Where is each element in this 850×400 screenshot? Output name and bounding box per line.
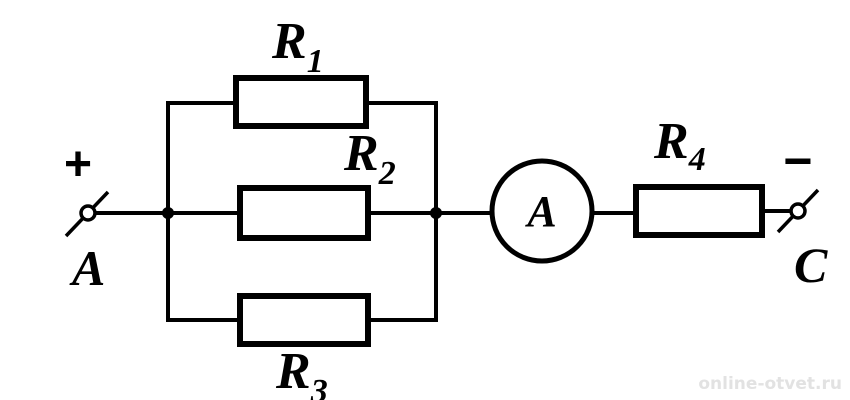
label-r3-main: R xyxy=(275,343,311,400)
ammeter xyxy=(489,158,595,264)
resistor-r3 xyxy=(237,293,371,347)
plus-sign: + xyxy=(64,138,92,191)
label-r3: R3 xyxy=(275,343,328,400)
terminal-a-circle xyxy=(79,204,97,222)
terminal-c xyxy=(776,188,820,234)
terminal-c-circle xyxy=(789,202,807,220)
ammeter-label: A xyxy=(524,187,556,236)
label-r2: R2 xyxy=(343,125,396,192)
label-r1: R1 xyxy=(271,13,324,80)
resistor-r2 xyxy=(237,185,371,241)
resistor-r4 xyxy=(633,184,765,238)
resistor-r1 xyxy=(233,75,369,129)
label-r4-main: R xyxy=(653,113,689,170)
junction-left xyxy=(162,207,174,219)
junction-right xyxy=(430,207,442,219)
terminal-a xyxy=(64,190,110,238)
terminal-a-label: A xyxy=(69,240,105,296)
label-r4-sub: 4 xyxy=(688,141,706,178)
terminal-c-label: C xyxy=(794,237,828,293)
label-r1-sub: 1 xyxy=(307,43,324,80)
label-r1-main: R xyxy=(271,13,307,70)
label-r3-sub: 3 xyxy=(310,373,328,400)
label-r2-main: R xyxy=(343,125,379,182)
minus-sign: − xyxy=(783,133,812,189)
label-r4: R4 xyxy=(653,113,706,178)
watermark: online-otvet.ru xyxy=(698,374,842,394)
label-r2-sub: 2 xyxy=(378,155,396,192)
